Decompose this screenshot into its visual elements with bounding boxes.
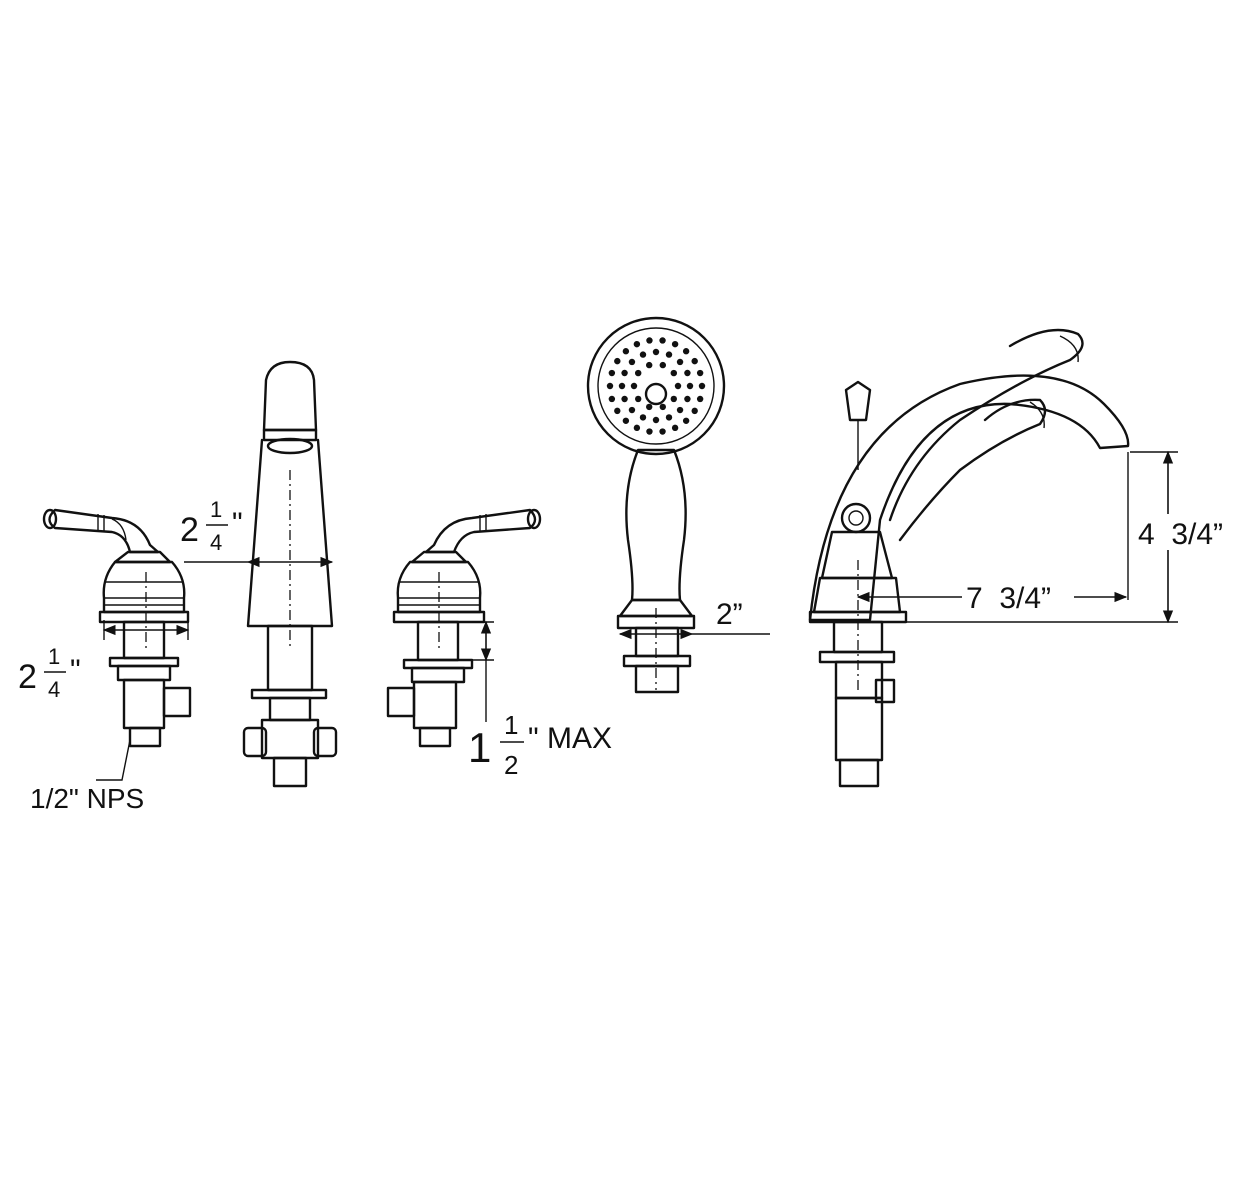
dim-unit: " MAX xyxy=(528,722,612,755)
spray-hole xyxy=(633,340,641,348)
spray-hole xyxy=(635,369,642,377)
spray-hole xyxy=(646,337,653,344)
spray-hole xyxy=(622,417,630,424)
spray-hole xyxy=(671,424,679,432)
dim-whole: 2 xyxy=(18,658,37,696)
dim-denominator: 2 xyxy=(504,750,518,780)
dim-connection: 1/2" NPS xyxy=(30,783,144,814)
dim-label-bg xyxy=(1136,514,1240,550)
spray-hole xyxy=(646,403,653,411)
spray-hole xyxy=(676,406,684,414)
left-valve xyxy=(42,508,192,748)
spray-hole xyxy=(639,351,647,358)
spray-hole xyxy=(670,369,677,377)
spray-hole xyxy=(633,424,641,432)
dim-label-bg xyxy=(962,582,1074,614)
spray-hole xyxy=(652,416,660,424)
dim-unit: " xyxy=(232,507,243,540)
spray-hole xyxy=(696,395,704,403)
spray-hole xyxy=(696,369,704,377)
spray-hole xyxy=(659,428,666,435)
dim-tub-spout-height: 4 3/4” xyxy=(1138,518,1223,551)
spray-hole xyxy=(646,428,653,435)
spray-hole xyxy=(628,406,636,414)
dim-numerator: 1 xyxy=(504,710,518,740)
lavatory-spout xyxy=(242,360,338,788)
spray-hole xyxy=(659,403,666,411)
dim-left-valve-width: 2 1 4 " xyxy=(18,644,81,702)
spray-hole xyxy=(684,395,691,403)
spray-hole xyxy=(670,395,677,403)
spray-holes xyxy=(606,337,706,435)
spray-hole xyxy=(671,340,679,348)
dim-tub-spout-reach: 7 3/4” xyxy=(966,582,1051,615)
spray-hole xyxy=(676,358,684,366)
dim-whole: 2 xyxy=(180,511,199,549)
spray-hole xyxy=(622,348,630,355)
spray-hole xyxy=(606,382,614,390)
hand-shower xyxy=(586,316,726,694)
spray-hole xyxy=(614,407,621,415)
spray-hole xyxy=(665,351,673,358)
spray-hole xyxy=(621,369,628,377)
spray-hole xyxy=(682,417,690,424)
spray-hole xyxy=(659,361,666,369)
spray-hole xyxy=(608,395,616,403)
dim-deck-thickness: 1 1 2 " MAX xyxy=(468,710,612,780)
spray-hole xyxy=(691,357,698,365)
spray-hole xyxy=(608,369,616,377)
right-valve xyxy=(386,508,542,748)
dim-unit: " xyxy=(70,654,81,687)
dim-numerator: 1 xyxy=(210,497,222,522)
tub-spout xyxy=(808,328,1130,788)
spray-hole xyxy=(691,407,698,415)
dim-spout-width: 2 1 4 " xyxy=(180,497,243,555)
spray-hole xyxy=(646,361,653,369)
dim-denominator: 4 xyxy=(210,530,222,555)
spray-hole xyxy=(628,358,636,366)
dim-whole: 1 xyxy=(468,724,491,771)
dim-handshower-base: 2” xyxy=(716,598,743,631)
dim-numerator: 1 xyxy=(48,644,60,669)
spray-hole xyxy=(652,348,660,356)
spray-hole xyxy=(630,382,638,390)
spray-hole xyxy=(686,382,694,390)
spray-hole xyxy=(682,348,690,355)
spray-hole xyxy=(639,414,647,421)
spray-hole xyxy=(621,395,628,403)
dim-denominator: 4 xyxy=(48,677,60,702)
spray-hole xyxy=(659,337,666,344)
spray-hole xyxy=(684,369,691,377)
spray-hole xyxy=(614,357,621,365)
spray-hole xyxy=(635,395,642,403)
dimension-lines xyxy=(96,450,1178,781)
spray-hole xyxy=(618,382,626,390)
spray-hole xyxy=(674,382,682,390)
spray-hole xyxy=(698,382,706,390)
spray-hole xyxy=(665,414,673,421)
